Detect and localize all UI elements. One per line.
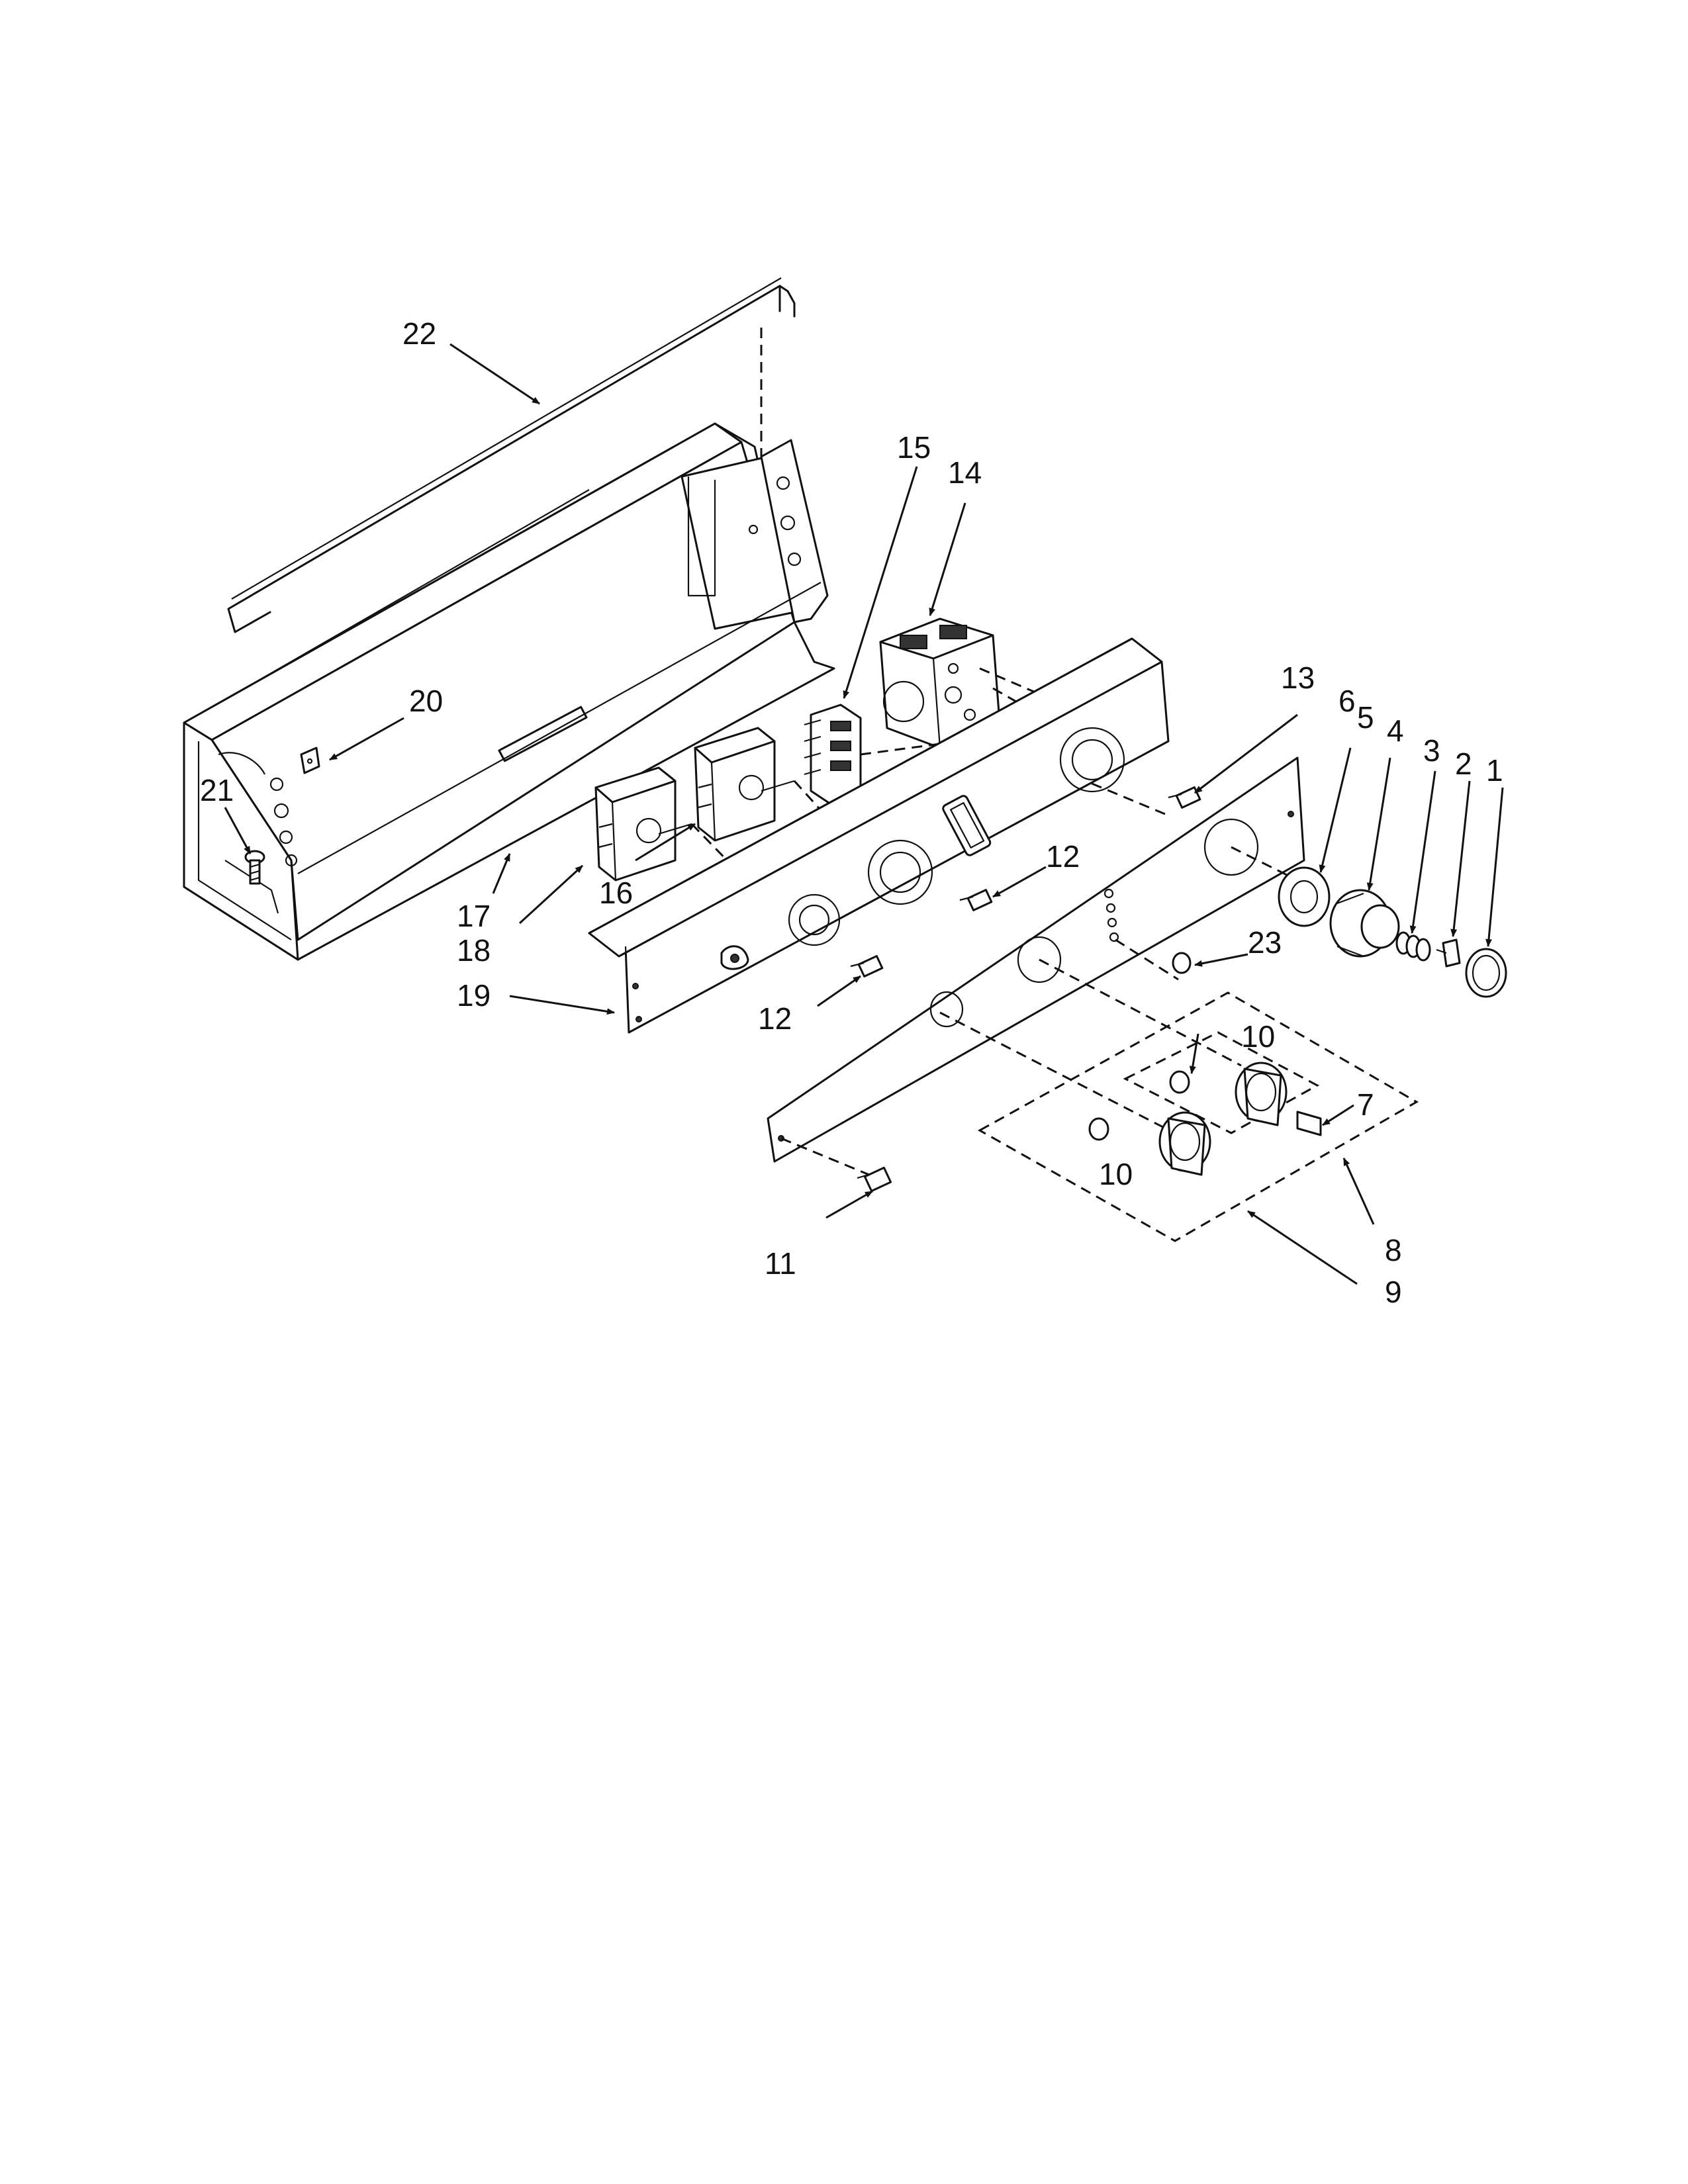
callout-4: 4 [1387,713,1404,748]
part-bezel-5 [1278,866,1331,927]
part-knob-4 [1329,889,1400,958]
callout-19: 19 [457,978,491,1013]
part-console-panel [588,637,1170,1034]
part-wire-rod [227,277,796,633]
part-knob-lower [1158,1111,1211,1176]
part-console-housing [183,422,835,961]
part-timer [879,617,1001,749]
callout-13: 13 [1281,660,1315,695]
callout-21: 21 [200,773,234,807]
part-front-trim [767,756,1305,1163]
callout-12-upper: 12 [1046,839,1080,874]
part-cap-1 [1465,948,1507,998]
callout-12-lower: 12 [758,1001,792,1036]
callout-1: 1 [1486,753,1503,788]
alignment-lines-front [780,780,1318,1179]
part-indicator-7 [1296,1111,1322,1136]
part-clip-2 [1436,938,1461,968]
callout-18: 18 [457,933,491,968]
part-knob-inserts [1088,952,1192,1141]
screw-13 [1168,786,1201,809]
callout-6: 6 [1338,684,1356,718]
part-knob-upper [1235,1062,1288,1126]
screw-12-lower [850,955,884,978]
callout-10-upper: 10 [1241,1019,1275,1054]
callout-14: 14 [948,455,982,490]
part-terminal-block [804,704,862,805]
part-switch-left [594,766,692,882]
callout-17: 17 [457,899,491,933]
callout-8: 8 [1385,1233,1402,1267]
screw-12-upper [959,889,993,911]
leader-lines [224,343,1504,1285]
callout-3: 3 [1423,733,1440,768]
callout-7: 7 [1357,1087,1374,1122]
callout-2: 2 [1455,747,1472,781]
callout-11: 11 [765,1246,796,1281]
callout-15: 15 [897,430,931,465]
callout-22: 22 [402,316,436,351]
part-clip [300,747,320,774]
part-knob-assembly [1278,866,1507,998]
callout-10-lower: 10 [1099,1157,1133,1191]
callout-23: 23 [1248,925,1282,960]
part-screw-11 [857,1166,892,1193]
part-spring-3 [1395,931,1431,962]
callout-16: 16 [599,876,633,910]
part-screws [850,786,1201,978]
part-switch-right [694,727,795,842]
callout-20: 20 [409,684,443,718]
callout-5: 5 [1357,700,1374,735]
callout-labels: 22 20 21 17 18 16 19 15 14 13 6 5 4 3 2 … [200,316,1503,1309]
callout-9: 9 [1385,1275,1402,1309]
